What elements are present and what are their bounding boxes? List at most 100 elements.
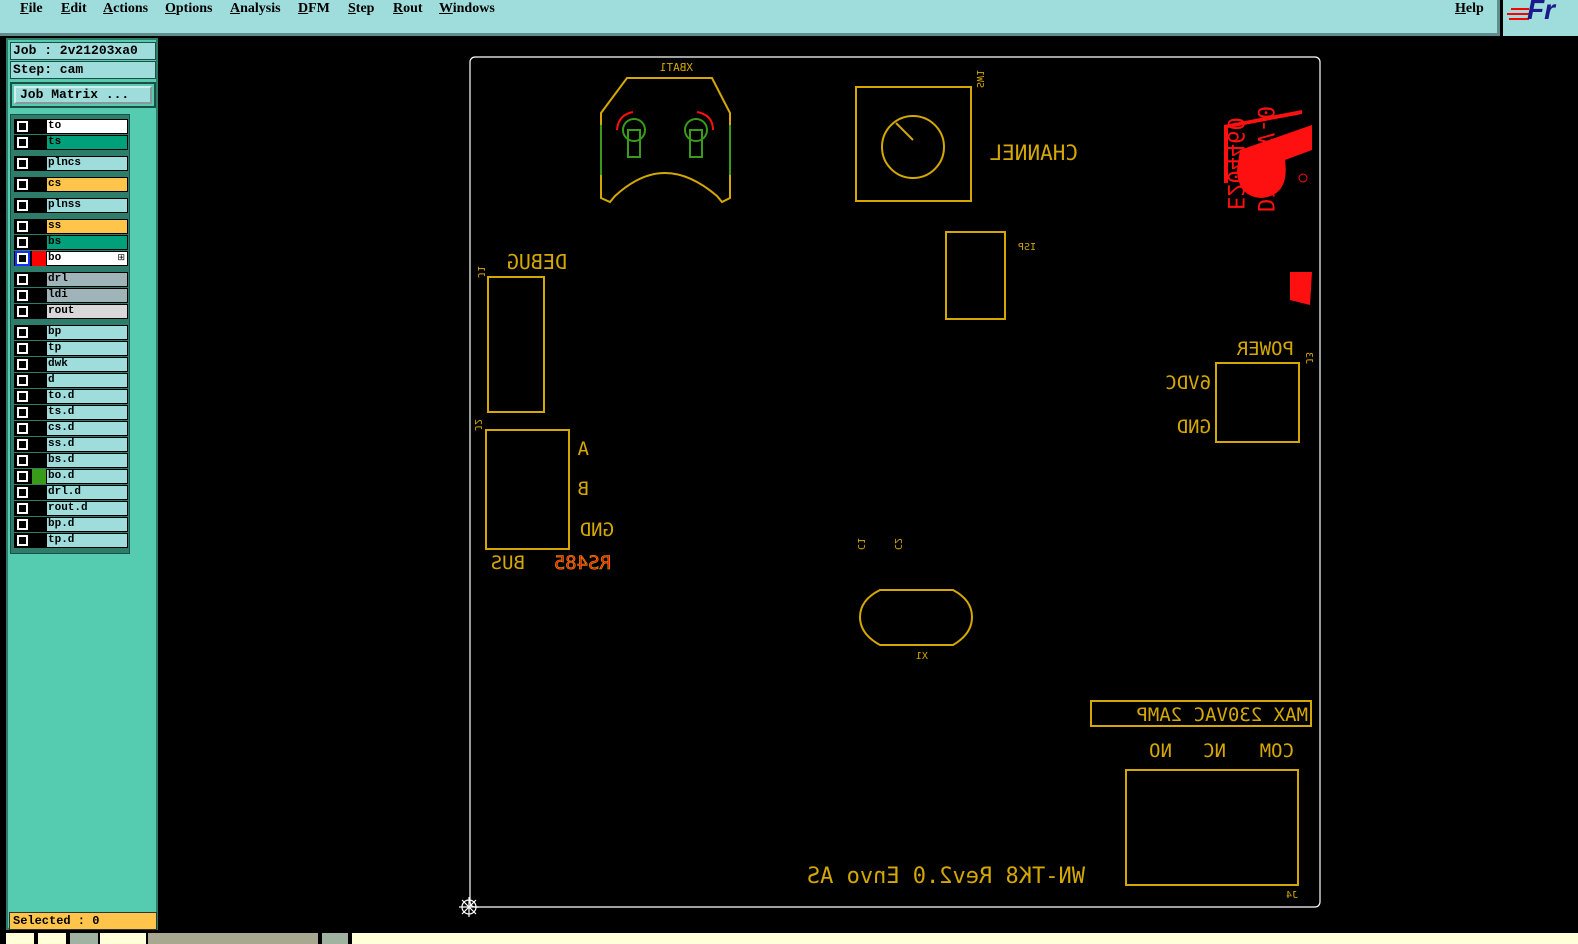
layer-checkbox[interactable] <box>17 343 28 354</box>
layer-row-tp[interactable]: tp <box>14 341 128 356</box>
layer-row-bo.d[interactable]: bo.d <box>14 469 128 484</box>
layer-name[interactable]: cs.d <box>47 422 127 435</box>
layer-checkbox[interactable] <box>17 391 28 402</box>
layer-row-ts.d[interactable]: ts.d <box>14 405 128 420</box>
layer-name[interactable]: plncs <box>47 157 127 170</box>
rs485-header-j2 <box>485 429 570 550</box>
layer-row-drl[interactable]: drl <box>14 272 128 287</box>
layer-checkbox[interactable] <box>17 290 28 301</box>
layer-name[interactable]: rout.d <box>47 502 127 515</box>
layer-row-dwk[interactable]: dwk <box>14 357 128 372</box>
layer-panel: Job : 2v21203xa0 Step: cam Job Matrix ..… <box>6 38 158 930</box>
expand-icon[interactable]: ⊞ <box>117 252 125 262</box>
layer-name[interactable]: bo.d <box>47 470 127 483</box>
layer-row-to[interactable]: to <box>14 119 128 134</box>
layer-checkbox[interactable] <box>17 471 28 482</box>
layer-name[interactable]: bp <box>47 326 127 339</box>
layer-checkbox[interactable] <box>17 327 28 338</box>
layer-name[interactable]: ss <box>47 220 127 233</box>
layer-checkbox[interactable] <box>17 423 28 434</box>
layer-name[interactable]: bp.d <box>47 518 127 531</box>
layer-checkbox[interactable] <box>17 439 28 450</box>
layer-name[interactable]: ts <box>47 136 127 149</box>
layer-checkbox[interactable] <box>17 375 28 386</box>
layer-checkbox[interactable] <box>17 407 28 418</box>
layer-row-cs.d[interactable]: cs.d <box>14 421 128 436</box>
layer-name[interactable]: bs <box>47 236 127 249</box>
layer-name[interactable]: drl <box>47 273 127 286</box>
layer-checkbox[interactable] <box>15 251 30 266</box>
menu-step[interactable]: Step <box>348 1 375 16</box>
layer-row-ss.d[interactable]: ss.d <box>14 437 128 452</box>
menu-windows[interactable]: Windows <box>439 1 495 16</box>
menu-edit[interactable]: Edit <box>61 1 87 16</box>
layer-checkbox[interactable] <box>17 237 28 248</box>
layer-checkbox[interactable] <box>17 137 28 148</box>
menu-options[interactable]: Options <box>165 1 213 16</box>
layer-checkbox[interactable] <box>17 306 28 317</box>
layer-row-rout.d[interactable]: rout.d <box>14 501 128 516</box>
layer-color-swatch <box>32 219 46 234</box>
layer-row-to.d[interactable]: to.d <box>14 389 128 404</box>
layer-row-plnss[interactable]: plnss <box>14 198 128 213</box>
layer-checkbox[interactable] <box>17 179 28 190</box>
job-matrix-button[interactable]: Job Matrix ... <box>14 86 152 104</box>
label-debug: DEBUG <box>507 250 567 274</box>
label-xbat1: XBAT1 <box>660 61 693 74</box>
layer-checkbox[interactable] <box>17 535 28 546</box>
layer-row-rout[interactable]: rout <box>14 304 128 319</box>
menu-file[interactable]: File <box>20 1 43 16</box>
layer-name[interactable]: tp <box>47 342 127 355</box>
layer-name[interactable]: to.d <box>47 390 127 403</box>
layer-color-swatch <box>32 251 46 266</box>
layer-name[interactable]: tp.d <box>47 534 127 547</box>
layer-checkbox[interactable] <box>17 158 28 169</box>
layer-row-bp[interactable]: bp <box>14 325 128 340</box>
menu-analysis[interactable]: Analysis <box>230 1 281 16</box>
layer-checkbox[interactable] <box>17 274 28 285</box>
job-label: Job : 2v21203xa0 <box>10 42 156 60</box>
layer-name[interactable]: bs.d <box>47 454 127 467</box>
relay-rating-box <box>1090 700 1312 727</box>
layer-color-swatch <box>32 341 46 356</box>
layer-checkbox[interactable] <box>17 359 28 370</box>
layer-checkbox[interactable] <box>17 200 28 211</box>
layer-row-ts[interactable]: ts <box>14 135 128 150</box>
layer-checkbox[interactable] <box>17 503 28 514</box>
layer-row-bp.d[interactable]: bp.d <box>14 517 128 532</box>
layer-checkbox[interactable] <box>17 121 28 132</box>
layer-row-tp.d[interactable]: tp.d <box>14 533 128 548</box>
status-cell <box>322 933 348 944</box>
layer-row-bo[interactable]: bo⊞ <box>14 251 128 266</box>
menu-help[interactable]: Help <box>1455 1 1484 16</box>
menu-dfm[interactable]: DFM <box>298 1 330 16</box>
layer-row-ss[interactable]: ss <box>14 219 128 234</box>
layer-name[interactable]: cs <box>47 178 127 191</box>
layer-checkbox[interactable] <box>17 455 28 466</box>
layer-name[interactable]: d <box>47 374 127 387</box>
layer-checkbox[interactable] <box>17 221 28 232</box>
layer-row-plncs[interactable]: plncs <box>14 156 128 171</box>
selected-count: Selected : 0 <box>9 912 157 930</box>
power-header-j3 <box>1215 362 1300 443</box>
layer-name[interactable]: rout <box>47 305 127 318</box>
layer-name[interactable]: bo <box>47 252 127 265</box>
layer-name[interactable]: ts.d <box>47 406 127 419</box>
layer-row-bs.d[interactable]: bs.d <box>14 453 128 468</box>
layer-name[interactable]: ldi <box>47 289 127 302</box>
layer-row-drl.d[interactable]: drl.d <box>14 485 128 500</box>
menu-rout[interactable]: Rout <box>393 1 423 16</box>
layer-name[interactable]: dwk <box>47 358 127 371</box>
menu-actions[interactable]: Actions <box>103 1 149 16</box>
layer-name[interactable]: plnss <box>47 199 127 212</box>
layer-name[interactable]: to <box>47 120 127 133</box>
layer-checkbox[interactable] <box>17 487 28 498</box>
layer-row-cs[interactable]: cs <box>14 177 128 192</box>
layer-checkbox[interactable] <box>17 519 28 530</box>
layer-row-bs[interactable]: bs <box>14 235 128 250</box>
layer-row-ldi[interactable]: ldi <box>14 288 128 303</box>
layer-name[interactable]: ss.d <box>47 438 127 451</box>
layer-name[interactable]: drl.d <box>47 486 127 499</box>
layer-row-d[interactable]: d <box>14 373 128 388</box>
